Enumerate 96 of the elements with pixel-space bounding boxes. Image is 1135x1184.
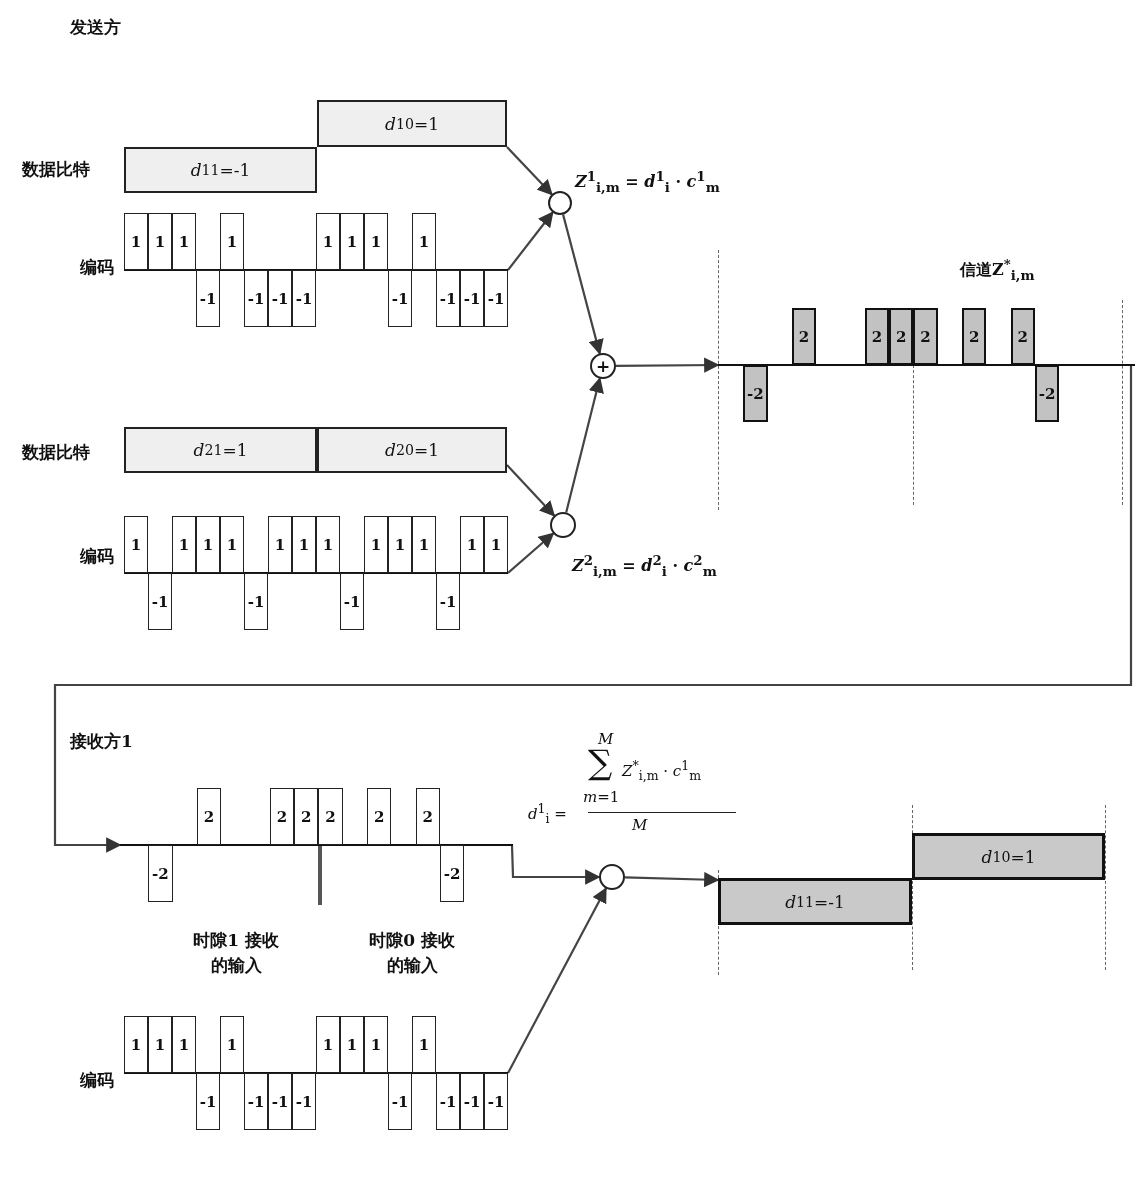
formula-term: M	[598, 730, 614, 748]
formula-term: M	[632, 816, 648, 834]
chip-bar: 1	[220, 1016, 244, 1073]
chip-bar: 1	[364, 516, 388, 573]
row-label: 编码	[80, 1069, 114, 1092]
chip-bar: 2	[1010, 308, 1035, 365]
chip-bar: 1	[172, 516, 196, 573]
chip-bar: -2	[439, 845, 465, 902]
chip-bar: 1	[412, 516, 436, 573]
chip-bar: 2	[962, 308, 987, 365]
arrow	[562, 214, 604, 355]
chip-bar: 1	[220, 516, 244, 573]
chip-bar: 2	[415, 788, 440, 845]
row-label: 编码	[80, 256, 114, 279]
row-label: 编码	[80, 545, 114, 568]
arrow	[507, 211, 554, 271]
chip-bar: 1	[412, 1016, 436, 1073]
chip-bar: -1	[484, 270, 508, 327]
chip-bar: -2	[148, 845, 173, 902]
chip-bar: 2	[864, 308, 890, 365]
chip-bar: 1	[268, 516, 292, 573]
chip-bar: 1	[124, 1016, 148, 1073]
arrow	[507, 887, 607, 1074]
section-title: 发送方	[70, 16, 121, 39]
chip-bar: -1	[292, 1073, 316, 1130]
row-label: 数据比特	[22, 441, 90, 464]
chip-bar: -1	[244, 270, 268, 327]
adder-circle: +	[590, 353, 616, 379]
chip-bar: 2	[318, 788, 343, 845]
arrow	[53, 365, 1133, 853]
arrow	[506, 464, 556, 517]
chip-bar: -1	[460, 270, 484, 327]
arrow	[565, 377, 604, 513]
sum-sign: ∑	[588, 745, 613, 779]
chip-bar: -1	[268, 1073, 292, 1130]
section-title: 接收方1	[70, 730, 133, 753]
signal-waveform	[124, 213, 508, 327]
chip-bar: -1	[292, 270, 316, 327]
chip-bar: 1	[340, 213, 364, 270]
chip-bar: -1	[340, 573, 364, 630]
chip-bar: -1	[436, 573, 460, 630]
chip-bar: -2	[1034, 365, 1060, 422]
chip-bar: 1	[484, 516, 508, 573]
chip-bar: -1	[436, 1073, 460, 1130]
signal-waveform	[124, 1016, 508, 1130]
chip-bar: 1	[196, 516, 220, 573]
chip-bar: 1	[316, 213, 340, 270]
chip-bar: 2	[913, 308, 938, 365]
chip-bar: 1	[364, 213, 388, 270]
arrow	[506, 146, 553, 196]
chip-bar: 2	[889, 308, 914, 365]
arrow	[616, 357, 720, 373]
chip-bar: -1	[244, 1073, 268, 1130]
chip-bar: -1	[244, 573, 268, 630]
signal-waveform	[124, 516, 508, 630]
row-label: 数据比特	[22, 158, 90, 181]
chip-bar: 1	[124, 213, 148, 270]
chip-bar: -2	[743, 365, 768, 422]
chip-bar: 1	[316, 1016, 340, 1073]
slot-caption: 时隙1 接收的输入	[192, 929, 281, 977]
chip-bar: -1	[436, 270, 460, 327]
multiplier-circle	[550, 512, 576, 538]
formula-term: m=1	[583, 788, 620, 806]
chip-bar: 1	[412, 213, 436, 270]
chip-bar: -1	[196, 1073, 220, 1130]
chip-bar: 2	[791, 308, 817, 365]
slot-caption: 时隙0 接收的输入	[368, 929, 457, 977]
chip-bar: 2	[294, 788, 319, 845]
chip-bar: 1	[172, 1016, 196, 1073]
chip-bar: -1	[268, 270, 292, 327]
chip-bar: -1	[388, 270, 412, 327]
chip-bar: 1	[460, 516, 484, 573]
chip-bar: 1	[292, 516, 316, 573]
chip-bar: -1	[196, 270, 220, 327]
arrow	[507, 532, 555, 574]
chip-bar: 2	[196, 788, 222, 845]
chip-bar: -1	[460, 1073, 484, 1130]
chip-bar: 1	[148, 1016, 172, 1073]
chip-bar: 1	[388, 516, 412, 573]
chip-bar: 1	[220, 213, 244, 270]
chip-bar: 2	[367, 788, 392, 845]
chip-bar: 1	[340, 1016, 364, 1073]
chip-bar: 1	[172, 213, 196, 270]
chip-bar: 1	[148, 213, 172, 270]
chip-bar: 1	[316, 516, 340, 573]
chip-bar: 2	[269, 788, 295, 845]
chip-bar: -1	[388, 1073, 412, 1130]
multiplier-circle	[599, 864, 625, 890]
chip-bar: -1	[148, 573, 172, 630]
multiplier-circle	[548, 191, 572, 215]
chip-bar: -1	[484, 1073, 508, 1130]
arrow	[510, 844, 601, 885]
chip-bar: 1	[364, 1016, 388, 1073]
arrow	[624, 871, 720, 888]
formula-term: d$^{1}$$_{i}$ =	[528, 801, 567, 826]
chip-bar: 1	[124, 516, 148, 573]
